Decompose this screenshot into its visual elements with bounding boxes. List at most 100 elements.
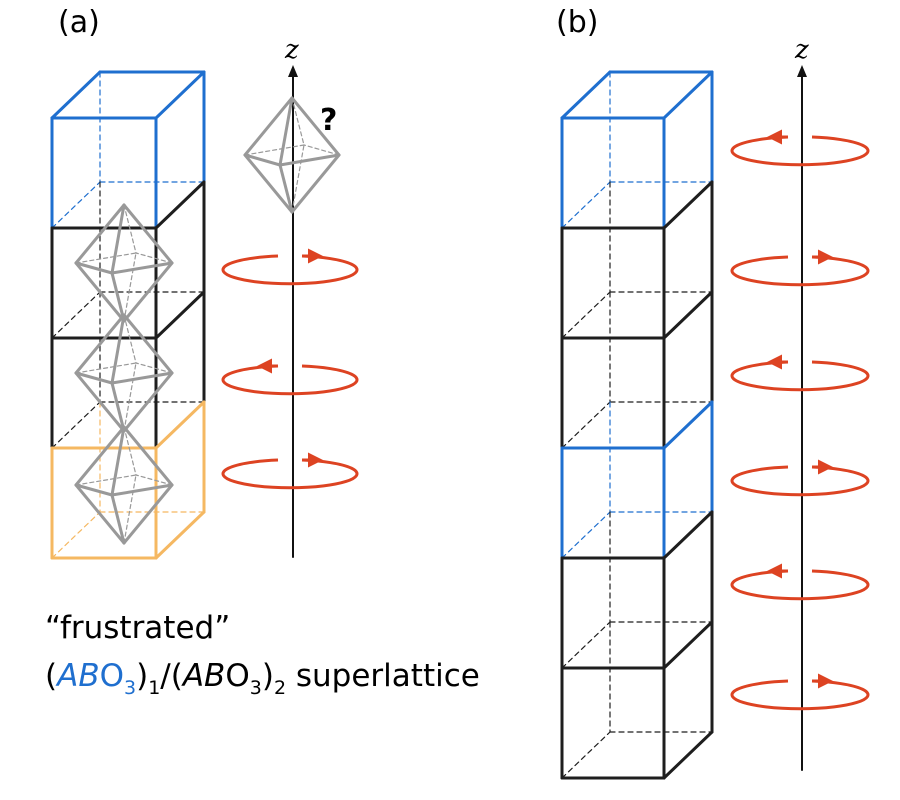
- stack-a-hidden-depth-4: [51, 511, 101, 559]
- octahedron-a1-edge: [135, 362, 173, 374]
- rotation-ellipse: [730, 255, 870, 287]
- z-axis-a: [288, 65, 298, 558]
- stack-b-side-edge-4: [662, 510, 714, 560]
- stack-a-hidden-depth-2: [51, 291, 101, 339]
- rotation-ellipse: [730, 465, 870, 497]
- formula-tail: superlattice: [286, 658, 480, 694]
- cube-stack-a: [50, 70, 206, 560]
- formula-close1: ): [136, 658, 148, 694]
- octahedron-a1-edge: [110, 381, 126, 433]
- octahedron-a1-edge: [110, 371, 174, 385]
- stack-b-side-edge-5: [662, 620, 714, 670]
- stack-a-top-left: [50, 70, 102, 120]
- octahedron-a0-edge: [122, 203, 174, 265]
- formula-sub3b: 3: [250, 677, 262, 699]
- octahedron-a0-edge: [135, 252, 173, 264]
- stack-b-hidden-depth-3: [561, 401, 611, 449]
- octahedron-a1-edge: [122, 371, 174, 433]
- octahedron-a2-edge: [74, 425, 126, 487]
- octahedron-top-edge: [291, 144, 305, 213]
- octahedron-a0-edge: [110, 271, 126, 323]
- octahedron-a2-edge: [135, 474, 173, 486]
- axis-a-arrowhead: [288, 65, 298, 77]
- octahedron-a0-edge: [123, 204, 137, 254]
- octahedron: [74, 313, 174, 433]
- rotation-arrow-left: [730, 129, 870, 167]
- rotation-arrow-left: [730, 354, 870, 392]
- cube-stack-b: [560, 70, 714, 780]
- rotation-arrow-right: [221, 248, 359, 286]
- octahedron-a0-edge: [123, 252, 137, 322]
- stack-b-hidden-depth-6: [561, 731, 611, 779]
- octahedron-top-edge: [243, 153, 282, 167]
- caption-formula: (ABO3)1/(ABO3)2 superlattice: [45, 658, 480, 699]
- octahedron-a2-edge: [74, 483, 114, 497]
- rotation-arrow-right: [730, 673, 870, 711]
- octahedron-a1-edge: [74, 371, 114, 385]
- stack-b-hidden-depth-2: [561, 291, 611, 339]
- rotation-arrow-right: [730, 249, 870, 287]
- rotation-arrow-right: [221, 452, 359, 490]
- octahedron-top-edge: [243, 96, 294, 157]
- formula-sub1: 1: [148, 677, 160, 699]
- z-axis-label-a: z: [284, 35, 299, 65]
- octahedron-a0-edge: [110, 261, 174, 275]
- octahedron-top-edge: [278, 96, 294, 167]
- rotation-ellipse: [730, 360, 870, 392]
- z-axis-label-b: z: [794, 35, 809, 65]
- octahedron-top-edge: [278, 163, 294, 214]
- octahedron-a1-edge: [123, 314, 137, 364]
- octahedron-top-edge: [244, 144, 305, 156]
- octahedron: [74, 425, 174, 545]
- stack-b-side-edge-6: [662, 730, 714, 780]
- formula-open1: (: [45, 658, 57, 694]
- octahedron-a0-edge: [74, 261, 126, 323]
- stack-a-hidden-depth-3: [51, 401, 101, 449]
- octahedron-a0-edge: [74, 203, 126, 265]
- stack-b-top-right: [662, 70, 714, 120]
- rotation-arrow-left: [730, 563, 870, 601]
- stack-b-side-edge-1: [662, 180, 714, 230]
- octahedron-unknown: [243, 96, 341, 214]
- stack-a-side-edge-3: [154, 400, 206, 450]
- formula-ab2: AB: [181, 658, 225, 694]
- octahedron-a1-edge: [74, 371, 126, 433]
- octahedron-a2-edge: [123, 426, 137, 476]
- octahedron-a2-edge: [110, 483, 174, 497]
- rotation-ellipse: [221, 364, 359, 396]
- stack-a-side-edge-2: [154, 290, 206, 340]
- caption-line1: “frustrated”: [45, 610, 230, 646]
- stack-a-top-right: [154, 70, 206, 120]
- stack-b-side-edge-2: [662, 290, 714, 340]
- stack-b-hidden-depth-1: [561, 181, 611, 229]
- stack-b-side-edge-3: [662, 400, 714, 450]
- formula-sub2: 2: [274, 677, 286, 699]
- formula-close2: ): [262, 658, 274, 694]
- octahedron-a1-edge: [110, 313, 126, 385]
- octahedron-top-edge: [290, 153, 341, 214]
- panel-label-b: (b): [556, 5, 598, 40]
- rotation-arrow-right: [730, 459, 870, 497]
- formula-sub3a: 3: [124, 677, 136, 699]
- octahedron-a1-edge: [75, 362, 137, 374]
- z-axis-b: [797, 65, 807, 771]
- octahedron-a2-edge: [75, 474, 137, 486]
- octahedron-a2-edge: [123, 474, 137, 544]
- stack-b-top-left: [560, 70, 612, 120]
- octahedron-a0-edge: [122, 261, 174, 323]
- rotation-ellipse: [730, 679, 870, 711]
- stack-a-side-edge-4: [154, 510, 206, 560]
- formula-slash: /(: [160, 658, 183, 694]
- formula-ab1: AB: [55, 658, 99, 694]
- octahedron-a1-edge: [122, 313, 174, 375]
- octahedron-top-edge: [278, 153, 341, 167]
- octahedron-a2-edge: [122, 483, 174, 545]
- panel-label-a: (a): [58, 5, 100, 40]
- octahedron-top-edge: [291, 97, 305, 146]
- formula-o1: O: [100, 658, 124, 694]
- octahedron-a2-edge: [74, 483, 126, 545]
- rotation-ellipse: [730, 569, 870, 601]
- question-mark: ?: [320, 103, 337, 138]
- stack-a-hidden-depth-1: [51, 181, 101, 229]
